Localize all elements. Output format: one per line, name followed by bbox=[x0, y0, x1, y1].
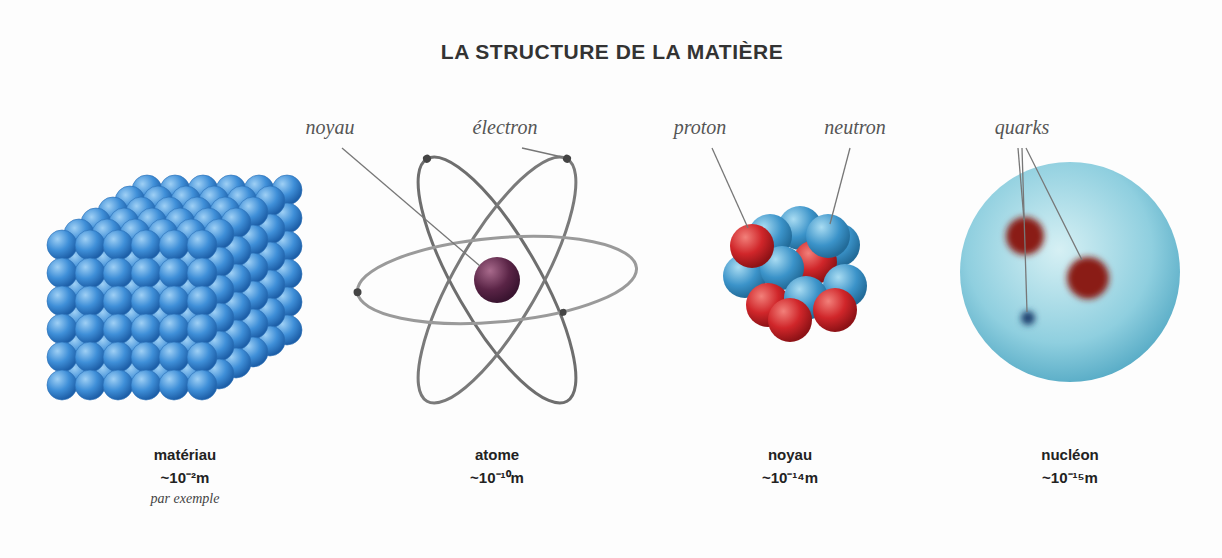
scale-name: matériau bbox=[154, 446, 217, 463]
neutron-sphere bbox=[806, 214, 850, 258]
scale-name: atome bbox=[475, 446, 519, 463]
part-label: neutron bbox=[824, 116, 885, 139]
atom-sphere bbox=[47, 258, 77, 288]
part-label: électron bbox=[473, 116, 538, 139]
quark bbox=[1067, 257, 1109, 299]
leader-line bbox=[522, 148, 562, 157]
atom-sphere bbox=[187, 342, 217, 372]
leader-line bbox=[1026, 148, 1082, 260]
scale-size: ~10⁻¹⁵m bbox=[1042, 469, 1098, 486]
atom-sphere bbox=[47, 286, 77, 316]
atom-sphere bbox=[187, 314, 217, 344]
atom-sphere bbox=[131, 286, 161, 316]
material-cube bbox=[47, 175, 302, 400]
atom-sphere bbox=[75, 342, 105, 372]
leader-line bbox=[830, 148, 850, 224]
atom-sphere bbox=[131, 258, 161, 288]
atom-sphere bbox=[131, 342, 161, 372]
atom-sphere bbox=[75, 258, 105, 288]
leader-line bbox=[712, 148, 748, 228]
atom-sphere bbox=[103, 230, 133, 260]
atom-sphere bbox=[159, 314, 189, 344]
leader-line bbox=[1022, 148, 1027, 312]
atom-sphere bbox=[47, 370, 77, 400]
atom-sphere bbox=[47, 342, 77, 372]
atom-sphere bbox=[75, 230, 105, 260]
diagram-title: LA STRUCTURE DE LA MATIÈRE bbox=[441, 40, 783, 64]
scale-size: ~10⁻¹⁴m bbox=[762, 469, 818, 486]
atom-sphere bbox=[131, 370, 161, 400]
scale-name: noyau bbox=[768, 446, 812, 463]
atom-sphere bbox=[75, 314, 105, 344]
scale-name: nucléon bbox=[1041, 446, 1099, 463]
atom-sphere bbox=[159, 342, 189, 372]
proton-sphere bbox=[768, 298, 812, 342]
scale-size: ~10⁻²m bbox=[161, 469, 210, 486]
proton-sphere bbox=[813, 288, 857, 332]
atom-sphere bbox=[47, 230, 77, 260]
orbit bbox=[391, 134, 606, 422]
nucleus-cluster bbox=[723, 206, 867, 342]
orbit bbox=[389, 134, 604, 422]
atom-figure bbox=[350, 134, 640, 422]
nucleon-sphere bbox=[960, 162, 1180, 382]
orbit bbox=[350, 226, 640, 334]
atom-sphere bbox=[187, 258, 217, 288]
proton-sphere bbox=[730, 224, 774, 268]
atom-sphere bbox=[47, 314, 77, 344]
leader-lines bbox=[342, 148, 1082, 312]
quark bbox=[1021, 311, 1035, 325]
atom-sphere bbox=[75, 370, 105, 400]
atom-sphere bbox=[103, 258, 133, 288]
atom-sphere bbox=[159, 370, 189, 400]
atom-sphere bbox=[103, 314, 133, 344]
part-label: noyau bbox=[306, 116, 355, 139]
part-label: quarks bbox=[995, 116, 1049, 139]
part-label: proton bbox=[674, 116, 727, 139]
atom-sphere bbox=[75, 286, 105, 316]
atom-sphere bbox=[103, 286, 133, 316]
nucleon-figure bbox=[960, 162, 1180, 382]
atom-sphere bbox=[131, 230, 161, 260]
atom-sphere bbox=[187, 370, 217, 400]
scale-note: par exemple bbox=[151, 491, 220, 507]
atom-sphere bbox=[131, 314, 161, 344]
atom-sphere bbox=[103, 342, 133, 372]
atom-sphere bbox=[187, 286, 217, 316]
atom-sphere bbox=[187, 230, 217, 260]
scale-size: ~10⁻¹⁰m bbox=[470, 469, 524, 486]
atom-sphere bbox=[159, 230, 189, 260]
atom-sphere bbox=[159, 258, 189, 288]
leader-line bbox=[342, 148, 480, 266]
atom-sphere bbox=[103, 370, 133, 400]
atom-sphere bbox=[159, 286, 189, 316]
atom-nucleus bbox=[474, 257, 520, 303]
